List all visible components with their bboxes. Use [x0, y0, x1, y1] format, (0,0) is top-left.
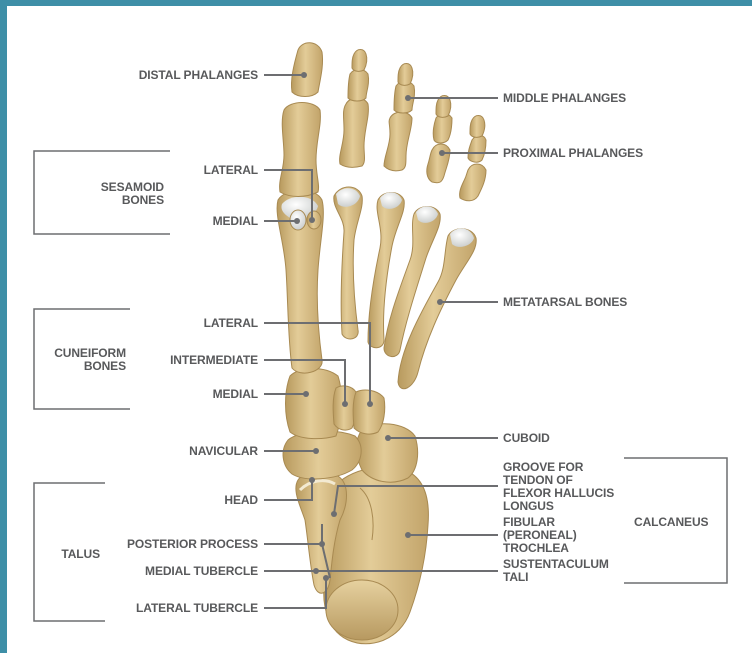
label-cuneiform-intermediate: INTERMEDIATE [170, 354, 258, 367]
label-cuneiform-bones: CUNEIFORM BONES [54, 347, 126, 373]
label-medial-tubercle: MEDIAL TUBERCLE [145, 565, 258, 578]
middle-phalanges-bones [348, 70, 486, 163]
label-sesamoid-lateral: LATERAL [204, 164, 258, 177]
label-sesamoid-bones: SESAMOID BONES [101, 181, 164, 207]
label-fibular-trochlea: FIBULAR (PERONEAL) TROCHLEA [503, 516, 577, 555]
label-talus: TALUS [61, 548, 100, 561]
label-cuneiform-lateral: LATERAL [204, 317, 258, 330]
label-calcaneus: CALCANEUS [634, 516, 708, 529]
proximal-phalanges [280, 98, 486, 201]
label-groove-flexor-hallucis: GROOVE FOR TENDON OF FLEXOR HALLUCIS LON… [503, 461, 614, 513]
label-lateral-tubercle: LATERAL TUBERCLE [136, 602, 258, 615]
distal-phalanges-bones [291, 43, 484, 138]
label-posterior-process: POSTERIOR PROCESS [127, 538, 258, 551]
label-distal-phalanges: DISTAL PHALANGES [139, 69, 258, 82]
label-sustentaculum-tali: SUSTENTACULUM TALI [503, 558, 609, 584]
label-sesamoid-medial: MEDIAL [213, 215, 258, 228]
label-proximal-phalanges: PROXIMAL PHALANGES [503, 147, 643, 160]
label-metatarsal-bones: METATARSAL BONES [503, 296, 627, 309]
label-cuboid: CUBOID [503, 432, 550, 445]
label-head: HEAD [224, 494, 258, 507]
label-cuneiform-medial: MEDIAL [213, 388, 258, 401]
label-middle-phalanges: MIDDLE PHALANGES [503, 92, 626, 105]
label-navicular: NAVICULAR [189, 445, 258, 458]
